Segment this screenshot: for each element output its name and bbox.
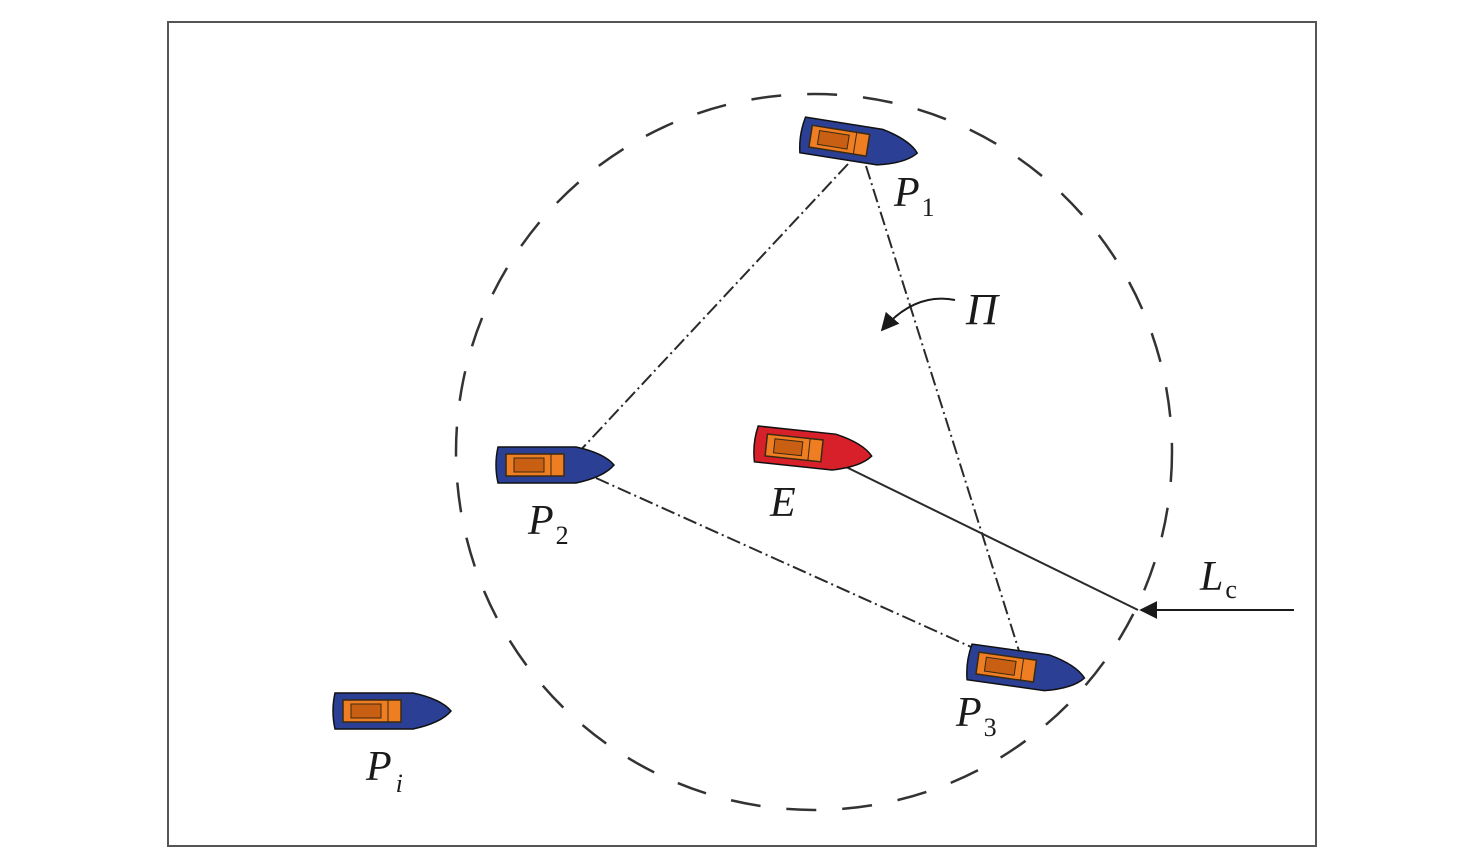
label-p1: P1 — [893, 170, 935, 222]
capture-radius-line — [839, 463, 1139, 611]
label-e: E — [769, 480, 796, 526]
region-arrow-icon — [880, 297, 956, 332]
edge-p1-p2 — [561, 163, 849, 471]
encirclement-circle — [454, 92, 1174, 812]
edge-p2-p3 — [595, 477, 1001, 661]
label-p3: P3 — [955, 690, 997, 742]
edge-p1-p3 — [865, 165, 1021, 655]
label-p2: P2 — [527, 498, 569, 550]
pursuer-boat-icon-pi — [332, 692, 452, 730]
label-region: Π — [965, 285, 1000, 334]
label-lc: Lc — [1199, 554, 1237, 604]
pursuer-boat-icon-p2 — [495, 446, 615, 484]
